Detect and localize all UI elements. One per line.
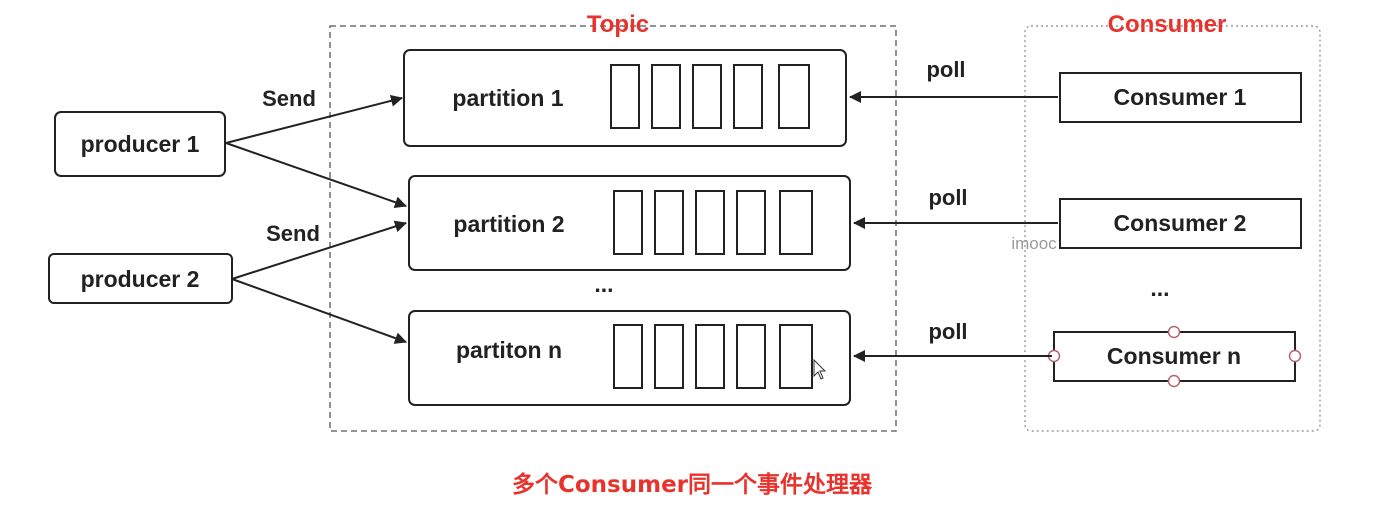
queue-slot xyxy=(695,190,725,255)
resize-handle[interactable] xyxy=(1288,349,1302,363)
queue-slot xyxy=(613,324,643,389)
diagram-caption: 多个Consumer同一个事件处理器 xyxy=(512,471,873,498)
send-arrow xyxy=(231,278,407,344)
send-arrow xyxy=(231,220,407,280)
poll-label: poll xyxy=(928,185,967,210)
poll-label: poll xyxy=(928,319,967,344)
partition-queue xyxy=(610,64,810,129)
watermark: imooc xyxy=(1011,234,1057,253)
queue-slot xyxy=(733,64,763,129)
partition-node[interactable]: partiton n xyxy=(408,310,851,406)
consumer-label: Consumer 1 xyxy=(1114,84,1247,110)
poll-label: poll xyxy=(926,57,965,82)
partition-queue xyxy=(613,190,813,255)
send-label: Send xyxy=(262,86,316,111)
queue-slot xyxy=(610,64,640,129)
topic-label: Topic xyxy=(587,11,649,38)
partition-ellipsis: ... xyxy=(594,271,613,297)
producer-label: producer 1 xyxy=(81,131,200,157)
partition-queue xyxy=(613,324,813,389)
mouse-cursor-icon xyxy=(813,358,827,380)
queue-slot xyxy=(654,190,684,255)
queue-slot xyxy=(651,64,681,129)
queue-slot xyxy=(778,64,810,129)
producer-node[interactable]: producer 2 xyxy=(48,253,233,304)
consumer-label: Consumer n xyxy=(1107,343,1241,369)
consumer-ellipsis: ... xyxy=(1150,275,1169,301)
queue-slot xyxy=(654,324,684,389)
partition-label: partition 2 xyxy=(453,211,564,237)
consumer-node[interactable]: Consumer 1 xyxy=(1059,72,1302,123)
queue-slot xyxy=(613,190,643,255)
partition-node[interactable]: partition 1 xyxy=(403,49,847,147)
queue-slot xyxy=(692,64,722,129)
queue-slot xyxy=(695,324,725,389)
consumer-label: Consumer 2 xyxy=(1114,210,1247,236)
send-arrow xyxy=(225,142,407,209)
partition-node[interactable]: partition 2 xyxy=(408,175,851,271)
resize-handle[interactable] xyxy=(1167,325,1181,339)
queue-slot xyxy=(736,190,766,255)
send-label: Send xyxy=(266,221,320,246)
producer-node[interactable]: producer 1 xyxy=(54,111,226,177)
queue-slot xyxy=(779,190,813,255)
partition-label: partition 1 xyxy=(452,85,563,111)
consumer-node-selected[interactable]: Consumer n xyxy=(1047,325,1302,388)
consumer-group-border xyxy=(1024,25,1321,432)
consumer-group-label: Consumer xyxy=(1108,11,1227,38)
resize-handle[interactable] xyxy=(1167,374,1181,388)
send-arrow xyxy=(225,94,403,144)
consumer-node[interactable]: Consumer 2 xyxy=(1059,198,1302,249)
queue-slot xyxy=(736,324,766,389)
producer-label: producer 2 xyxy=(81,266,200,292)
partition-label: partiton n xyxy=(456,337,562,363)
queue-slot xyxy=(779,324,813,389)
topic-group-border xyxy=(329,25,897,432)
